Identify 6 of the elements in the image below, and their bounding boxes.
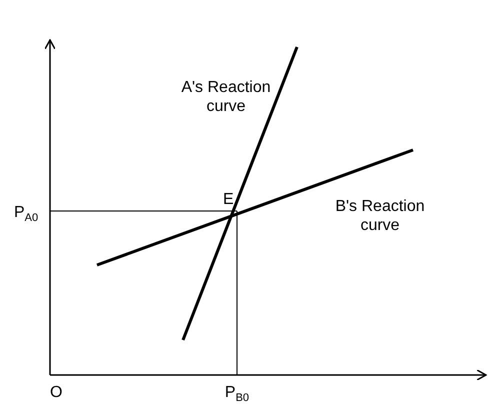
curve-label: A's Reaction curve — [180, 78, 272, 116]
point-label: E — [223, 190, 234, 209]
axis-value-label: P$_{B0}$ — [224, 383, 250, 406]
axis-value-label: P$_{A0}$ — [14, 203, 38, 226]
curve-label: B's Reaction curve — [334, 197, 426, 235]
origin-label: O — [50, 383, 62, 402]
